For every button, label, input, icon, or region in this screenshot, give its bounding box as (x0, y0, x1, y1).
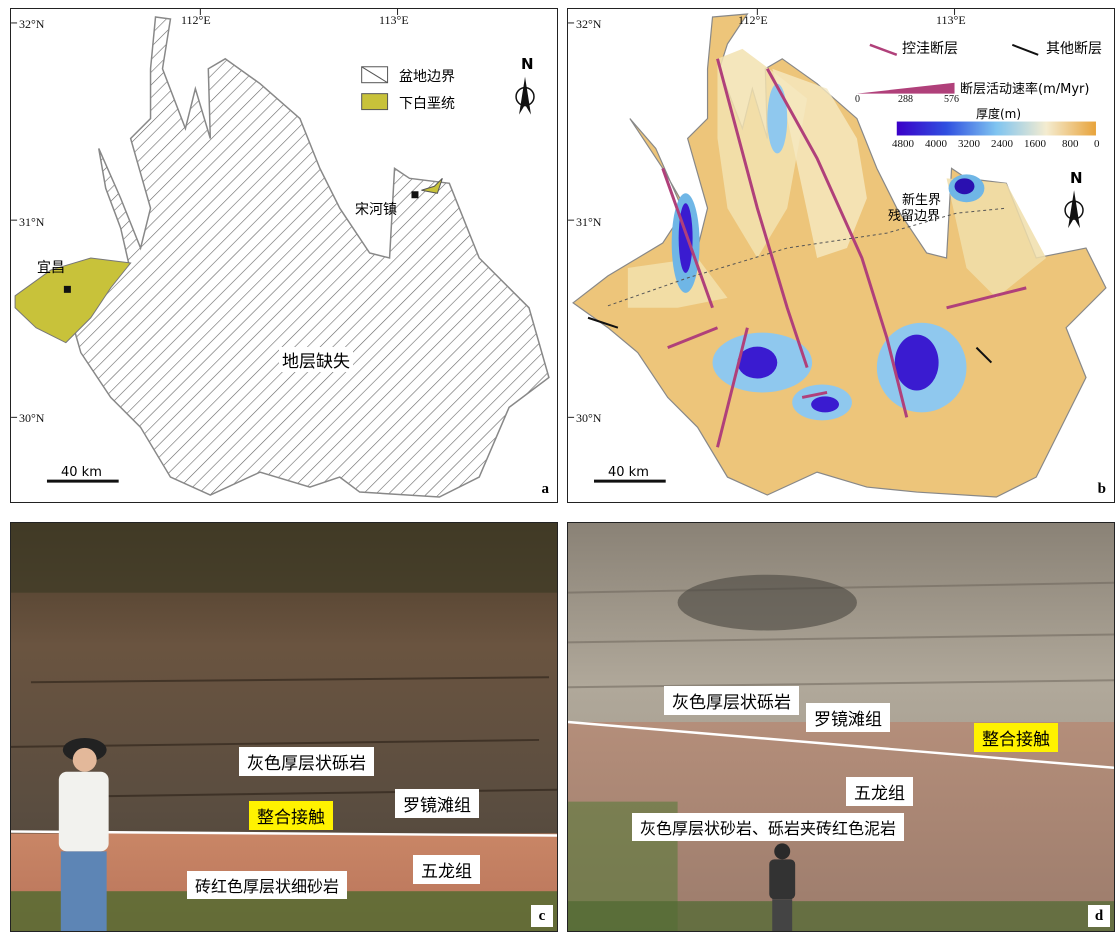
lat-32-a: 32°N (19, 17, 45, 31)
stratum-missing-label: 地层缺失 (279, 347, 353, 372)
thk-tick-4000: 4000 (925, 138, 947, 150)
lon-112-a: 112°E (181, 13, 211, 27)
lower-rock-d: 灰色厚层状砂岩、砾岩夹砖红色泥岩 (632, 813, 905, 841)
rate-tick-0: 0 (855, 94, 860, 105)
panel-label-d: d (1088, 905, 1110, 927)
map-a-svg (11, 9, 550, 498)
legend-control-fault: 控洼断层 (902, 41, 958, 57)
north-label-a: N (521, 55, 534, 73)
songhe-marker (411, 191, 419, 199)
legend-thickness-title: 厚度(m) (976, 107, 1022, 121)
upper-rock-d: 灰色厚层状砾岩 (664, 686, 799, 715)
thickness-map (572, 13, 1107, 498)
thickness-colorbar (896, 121, 1096, 136)
thk-tick-0: 0 (1094, 138, 1100, 150)
cenozoic-label-1: 新生界 (902, 193, 942, 208)
place-yichang: 宜昌 (37, 260, 65, 276)
legend-unit-label: 下白垩统 (399, 96, 455, 112)
panel-b-map: 112°E 113°E 32°N 31°N 30°N 控洼断层 其他断层 断层活… (567, 8, 1115, 503)
lower-formation-d: 五龙组 (846, 777, 913, 806)
lon-112-b: 112°E (738, 13, 768, 27)
yichang-marker (63, 285, 71, 293)
panel-label-c: c (531, 905, 553, 927)
scale-label-a: 40 km (61, 465, 102, 480)
legend-boundary-label: 盆地边界 (399, 69, 455, 85)
rate-tick-576: 576 (944, 94, 959, 105)
lat-30-a: 30°N (19, 411, 45, 425)
unit-yichang-area (14, 257, 132, 344)
rate-tick-288: 288 (898, 94, 913, 105)
thk-tick-4800: 4800 (892, 138, 914, 150)
upper-formation-d: 罗镜滩组 (806, 703, 890, 732)
panel-c-photo: 灰色厚层状砾岩 罗镜滩组 整合接触 五龙组 砖红色厚层状细砂岩 c (10, 522, 558, 932)
thk-tick-2400: 2400 (991, 138, 1013, 150)
basin-boundary-a (70, 16, 550, 498)
lon-113-b: 113°E (936, 13, 966, 27)
map-b-svg (568, 9, 1107, 498)
lower-formation-c: 五龙组 (413, 855, 480, 884)
cenozoic-label-2: 残留边界 (888, 209, 941, 224)
person-d (769, 843, 796, 931)
scale-label-b: 40 km (608, 465, 649, 480)
panel-label-b: b (1097, 481, 1106, 497)
lat-31-b: 31°N (576, 215, 602, 229)
panel-label-a: a (541, 481, 550, 497)
upper-rock-c: 灰色厚层状砾岩 (239, 747, 374, 776)
thk-tick-800: 800 (1062, 138, 1079, 150)
control-faults (661, 58, 1027, 448)
thk-tick-1600: 1600 (1024, 138, 1046, 150)
legend-rate-title: 断层活动速率(m/Myr) (960, 82, 1090, 97)
thk-tick-3200: 3200 (958, 138, 980, 150)
contact-label-c: 整合接触 (249, 801, 333, 830)
person-c (58, 737, 109, 931)
lat-30-b: 30°N (576, 411, 602, 425)
unit-songhe-area (421, 177, 443, 194)
panel-d-photo: 灰色厚层状砾岩 罗镜滩组 整合接触 五龙组 灰色厚层状砂岩、砾岩夹砖红色泥岩 d (567, 522, 1115, 932)
lat-32-b: 32°N (576, 17, 602, 31)
panel-a-map: 112°E 113°E 32°N 31°N 30°N 盆地边界 下白垩统 N 宜… (10, 8, 558, 503)
legend-other-fault: 其他断层 (1046, 41, 1102, 57)
lower-rock-c: 砖红色厚层状细砂岩 (187, 871, 348, 899)
upper-formation-c: 罗镜滩组 (395, 789, 479, 818)
contact-label-d: 整合接触 (974, 723, 1058, 752)
lat-31-a: 31°N (19, 215, 45, 229)
lon-113-a: 113°E (379, 13, 409, 27)
contact-line-d (568, 720, 1114, 770)
north-label-b: N (1070, 169, 1083, 187)
rate-wedge (856, 82, 955, 94)
place-songhe: 宋河镇 (355, 202, 397, 218)
